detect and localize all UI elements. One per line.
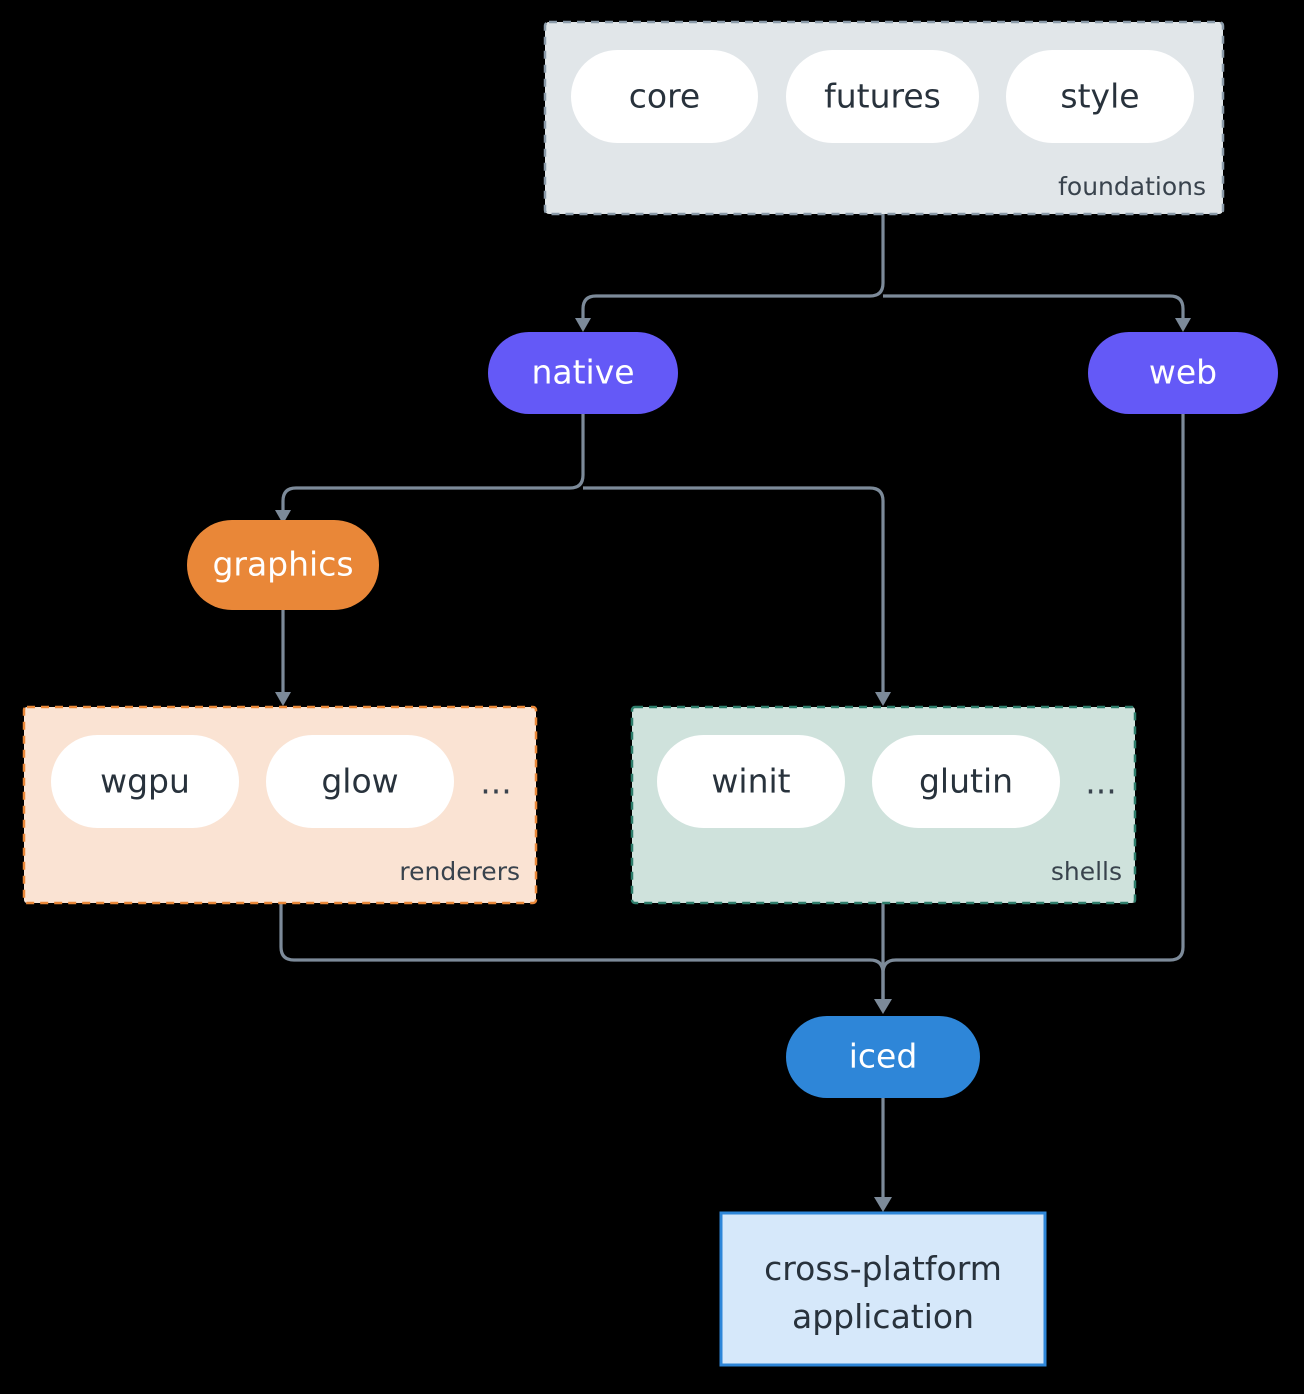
node-web-label: web: [1149, 353, 1217, 392]
cluster-shells-label: shells: [1051, 857, 1122, 886]
cluster-item-core[interactable]: core: [571, 50, 758, 143]
pill-winit-label: winit: [711, 762, 790, 801]
node-application-label-line2: application: [792, 1297, 974, 1336]
cluster-item-style[interactable]: style: [1006, 50, 1194, 143]
cluster-item-winit[interactable]: winit: [657, 735, 845, 828]
node-web-shape: [1088, 332, 1278, 414]
node-native-label: native: [531, 353, 634, 392]
pill-futures-shape: [786, 50, 979, 143]
cluster-shells-ellipsis: ...: [1085, 763, 1116, 802]
node-cross-platform-application[interactable]: cross-platform application: [719, 1211, 1047, 1367]
cluster-item-futures[interactable]: futures: [786, 50, 979, 143]
edge-arrowhead-web: [1175, 318, 1191, 332]
edge-native-fork: [281, 414, 585, 512]
cluster-renderers-ellipsis: ...: [480, 763, 511, 802]
edge-arrowhead-shells: [875, 692, 891, 706]
node-iced[interactable]: iced: [786, 1016, 980, 1098]
node-native[interactable]: native: [488, 332, 678, 414]
edge-foundations-fork: [581, 214, 885, 320]
pill-glow-label: glow: [321, 762, 398, 801]
pill-wgpu-label: wgpu: [100, 762, 190, 801]
node-graphics[interactable]: graphics: [187, 520, 379, 610]
pill-winit-shape: [657, 735, 845, 828]
edge-layer: [275, 214, 1191, 1212]
edge-arrowhead-graphics: [275, 510, 291, 524]
node-iced-label: iced: [849, 1037, 918, 1076]
node-iced-shape: [786, 1016, 980, 1098]
node-web[interactable]: web: [1088, 332, 1278, 414]
node-graphics-shape: [187, 520, 379, 610]
cluster-renderers[interactable]: wgpu glow ... renderers: [22, 705, 538, 905]
edge-arrowhead-renderers: [275, 692, 291, 706]
node-native-shape: [488, 332, 678, 414]
node-application-shape: [719, 1211, 1047, 1367]
cluster-shells[interactable]: winit glutin ... shells: [630, 705, 1137, 905]
pill-glutin-label: glutin: [919, 762, 1013, 801]
cluster-item-wgpu[interactable]: wgpu: [51, 735, 239, 828]
cluster-renderers-label: renderers: [399, 857, 520, 886]
pill-glutin-shape: [872, 735, 1060, 828]
pill-core-shape: [571, 50, 758, 143]
pill-core-label: core: [629, 77, 700, 116]
edge-native-to-shells: [583, 486, 885, 694]
cluster-foundations[interactable]: core futures style foundations: [543, 20, 1225, 216]
edge-renderers-to-iced: [279, 903, 885, 1000]
edge-web-to-iced: [881, 414, 1185, 1000]
pill-glow-shape: [266, 735, 454, 828]
pill-wgpu-shape: [51, 735, 239, 828]
pill-futures-label: futures: [824, 77, 941, 116]
node-application-label-line1: cross-platform: [764, 1249, 1002, 1288]
pill-style-label: style: [1060, 77, 1139, 116]
edge-arrowhead-application: [874, 1197, 892, 1212]
pill-style-shape: [1006, 50, 1194, 143]
node-graphics-label: graphics: [212, 545, 353, 584]
cluster-item-glow[interactable]: glow: [266, 735, 454, 828]
cluster-item-glutin[interactable]: glutin: [872, 735, 1060, 828]
edge-arrowhead-iced: [874, 999, 892, 1014]
cluster-foundations-label: foundations: [1058, 172, 1206, 201]
edge-arrowhead-native: [575, 318, 591, 332]
edge-foundations-to-web: [883, 294, 1185, 320]
